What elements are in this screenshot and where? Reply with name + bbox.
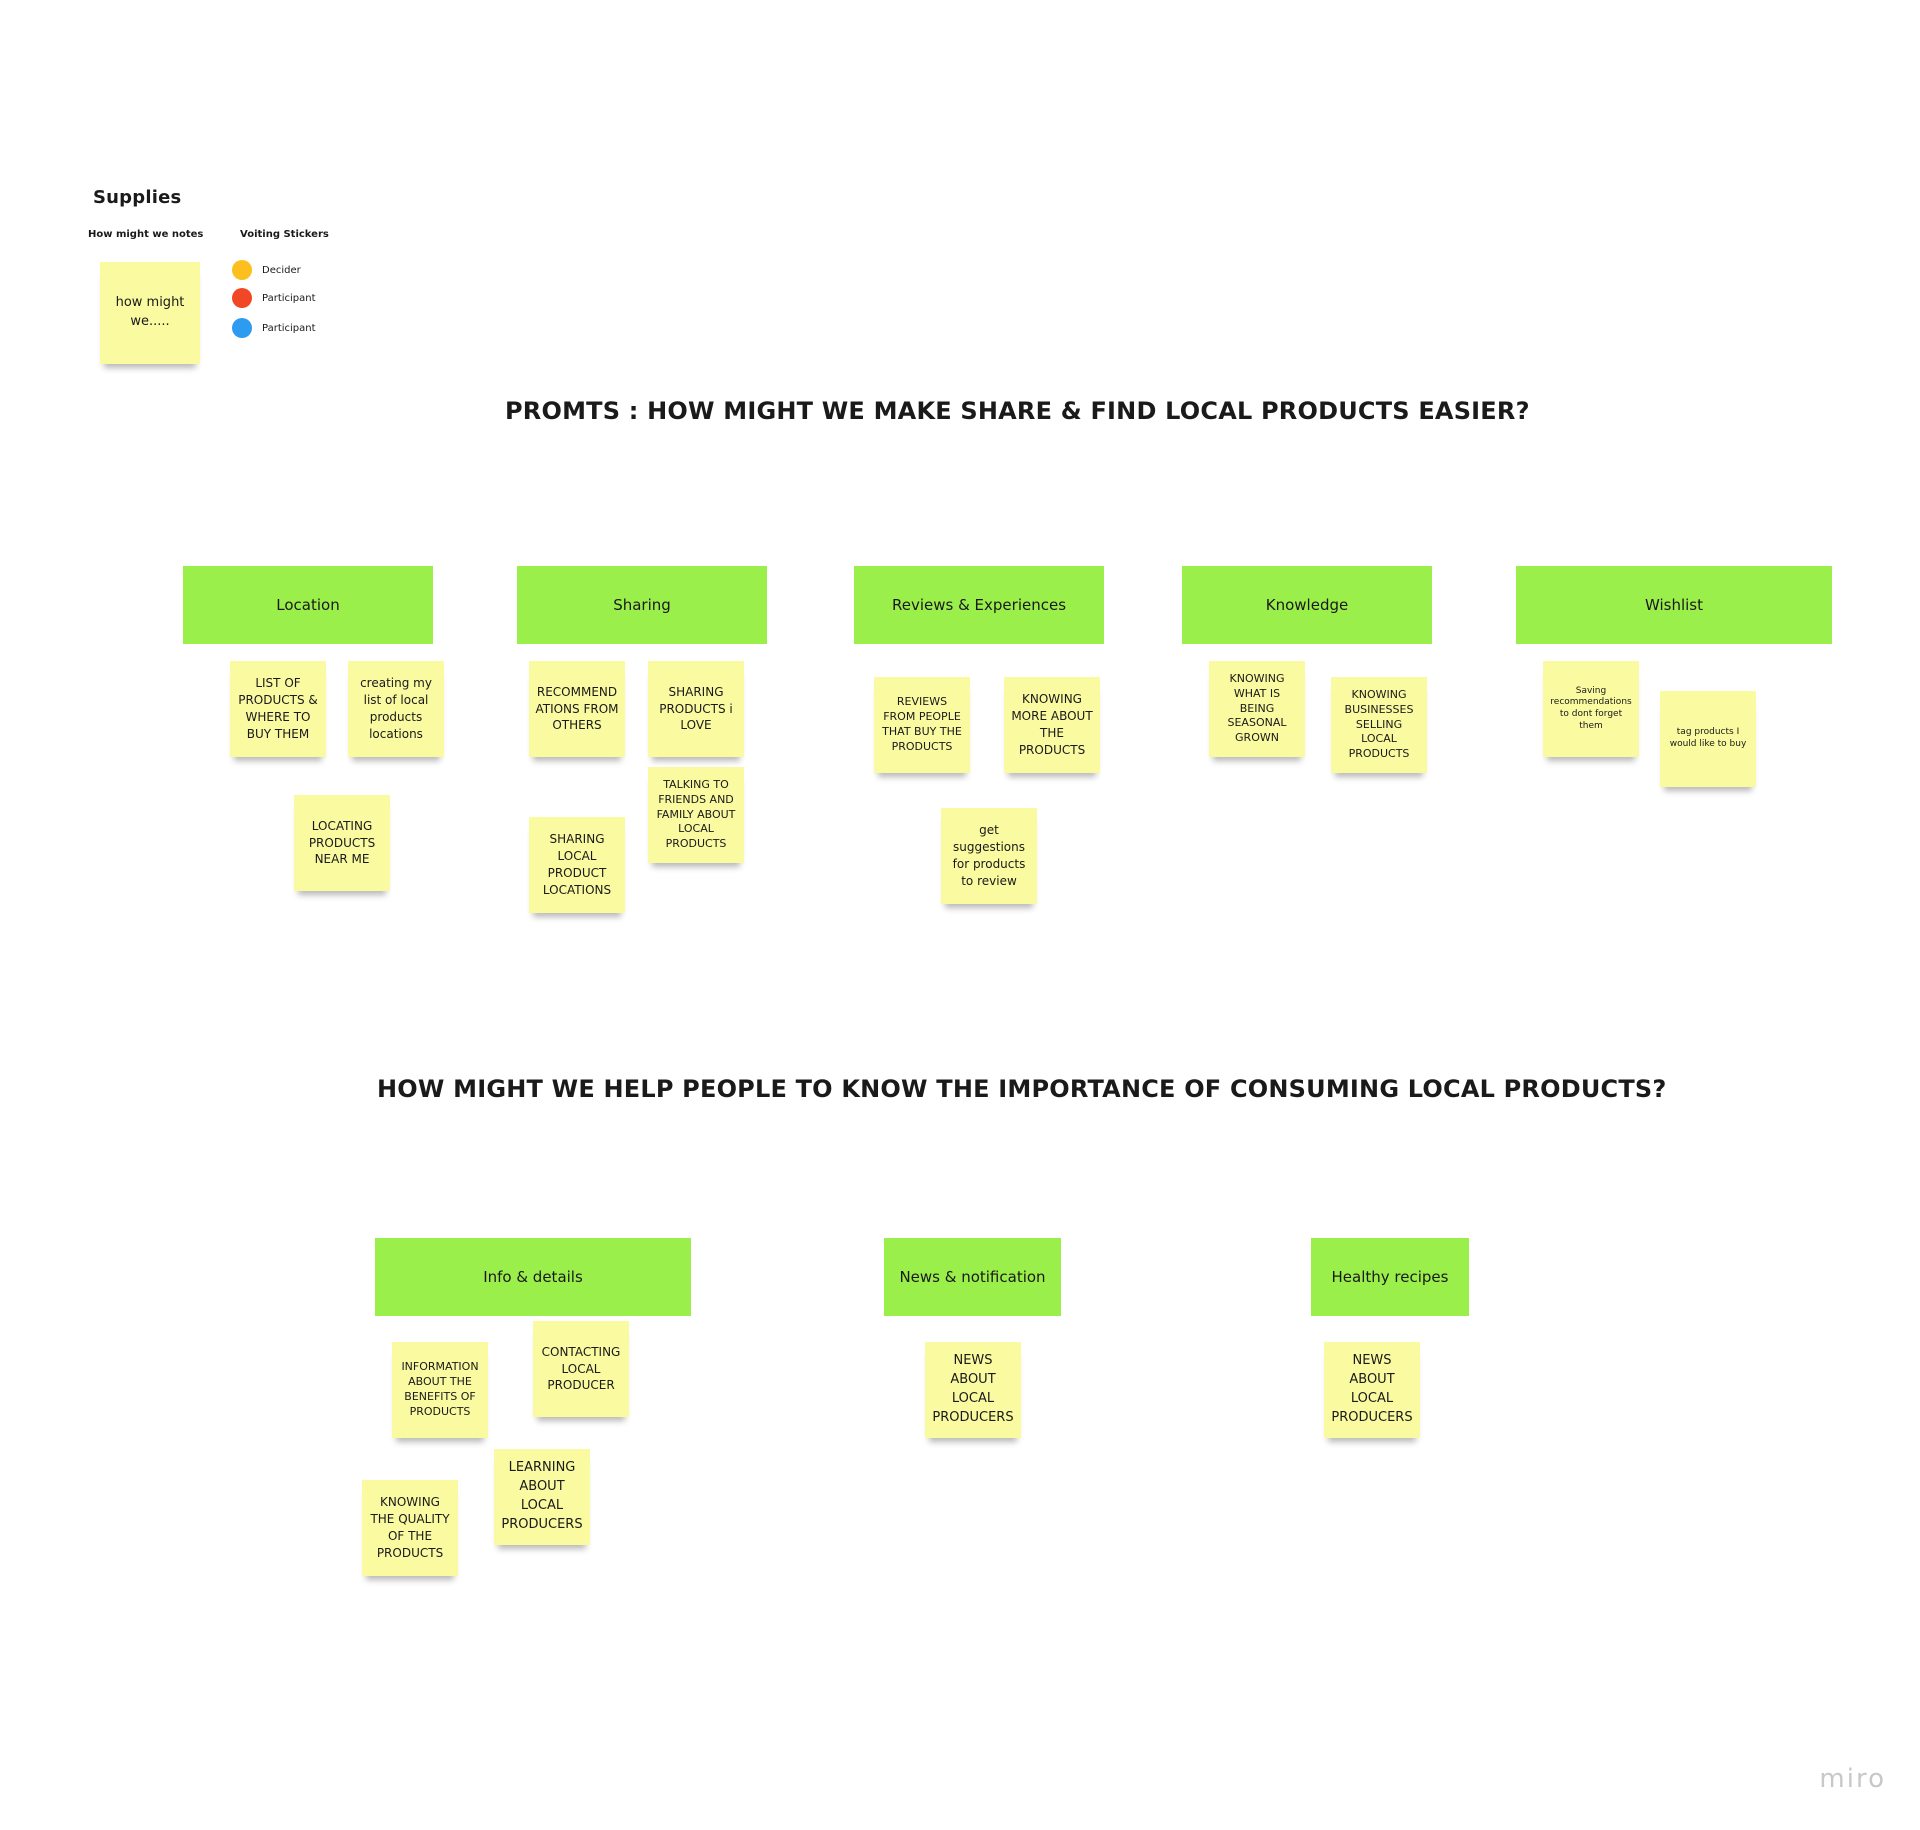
sticky-note[interactable]: LEARNING ABOUT LOCAL PRODUCERS: [494, 1449, 590, 1545]
sticky-note[interactable]: SHARING LOCAL PRODUCT LOCATIONS: [529, 817, 625, 913]
sticky-note[interactable]: NEWS ABOUT LOCAL PRODUCERS: [925, 1342, 1021, 1438]
sticky-note[interactable]: TALKING TO FRIENDS AND FAMILY ABOUT LOCA…: [648, 767, 744, 863]
sticky-note[interactable]: get suggestions for products to review: [941, 808, 1037, 904]
sticky-note[interactable]: REVIEWS FROM PEOPLE THAT BUY THE PRODUCT…: [874, 677, 970, 773]
voting-stickers-label: Voiting Stickers: [240, 229, 329, 240]
sticky-note[interactable]: KNOWING WHAT IS BEING SEASONAL GROWN: [1209, 661, 1305, 757]
category-info-details[interactable]: Info & details: [375, 1238, 691, 1316]
category-reviews-experiences[interactable]: Reviews & Experiences: [854, 566, 1104, 644]
sticky-note[interactable]: KNOWING MORE ABOUT THE PRODUCTS: [1004, 677, 1100, 773]
category-location[interactable]: Location: [183, 566, 433, 644]
participant-blue-dot-icon: [232, 318, 252, 338]
category-knowledge[interactable]: Knowledge: [1182, 566, 1432, 644]
sticky-note[interactable]: NEWS ABOUT LOCAL PRODUCERS: [1324, 1342, 1420, 1438]
category-wishlist[interactable]: Wishlist: [1516, 566, 1832, 644]
sticker-label: Participant: [262, 322, 316, 334]
sticky-note[interactable]: KNOWING THE QUALITY OF THE PRODUCTS: [362, 1480, 458, 1576]
sticky-note[interactable]: LOCATING PRODUCTS NEAR ME: [294, 795, 390, 891]
sticky-note[interactable]: SHARING PRODUCTS i LOVE: [648, 661, 744, 757]
sticky-note[interactable]: creating my list of local products locat…: [348, 661, 444, 757]
prompt-1-heading[interactable]: PROMTS : HOW MIGHT WE MAKE SHARE & FIND …: [505, 397, 1530, 425]
sticky-note[interactable]: RECOMMEND ATIONS FROM OTHERS: [529, 661, 625, 757]
hmw-template-note[interactable]: how might we.....: [100, 262, 200, 364]
sticker-label: Participant: [262, 292, 316, 304]
miro-logo: miro: [1819, 1764, 1886, 1794]
sticky-note[interactable]: KNOWING BUSINESSES SELLING LOCAL PRODUCT…: [1331, 677, 1427, 773]
sticky-note[interactable]: Saving recommendations to dont forget th…: [1543, 661, 1639, 757]
supplies-title: Supplies: [93, 187, 182, 208]
participant-red-dot-icon: [232, 288, 252, 308]
sticky-note[interactable]: INFORMATION ABOUT THE BENEFITS OF PRODUC…: [392, 1342, 488, 1438]
prompt-2-heading[interactable]: HOW MIGHT WE HELP PEOPLE TO KNOW THE IMP…: [377, 1075, 1667, 1103]
voting-sticker-participant-blue[interactable]: Participant: [232, 318, 316, 338]
decider-dot-icon: [232, 260, 252, 280]
voting-sticker-decider[interactable]: Decider: [232, 260, 301, 280]
sticky-note[interactable]: LIST OF PRODUCTS & WHERE TO BUY THEM: [230, 661, 326, 757]
category-healthy-recipes[interactable]: Healthy recipes: [1311, 1238, 1469, 1316]
category-sharing[interactable]: Sharing: [517, 566, 767, 644]
hmw-notes-label: How might we notes: [88, 229, 204, 240]
category-news-notification[interactable]: News & notification: [884, 1238, 1061, 1316]
voting-sticker-participant-red[interactable]: Participant: [232, 288, 316, 308]
sticky-note[interactable]: CONTACTING LOCAL PRODUCER: [533, 1321, 629, 1417]
sticky-note[interactable]: tag products I would like to buy: [1660, 691, 1756, 787]
sticker-label: Decider: [262, 264, 301, 276]
